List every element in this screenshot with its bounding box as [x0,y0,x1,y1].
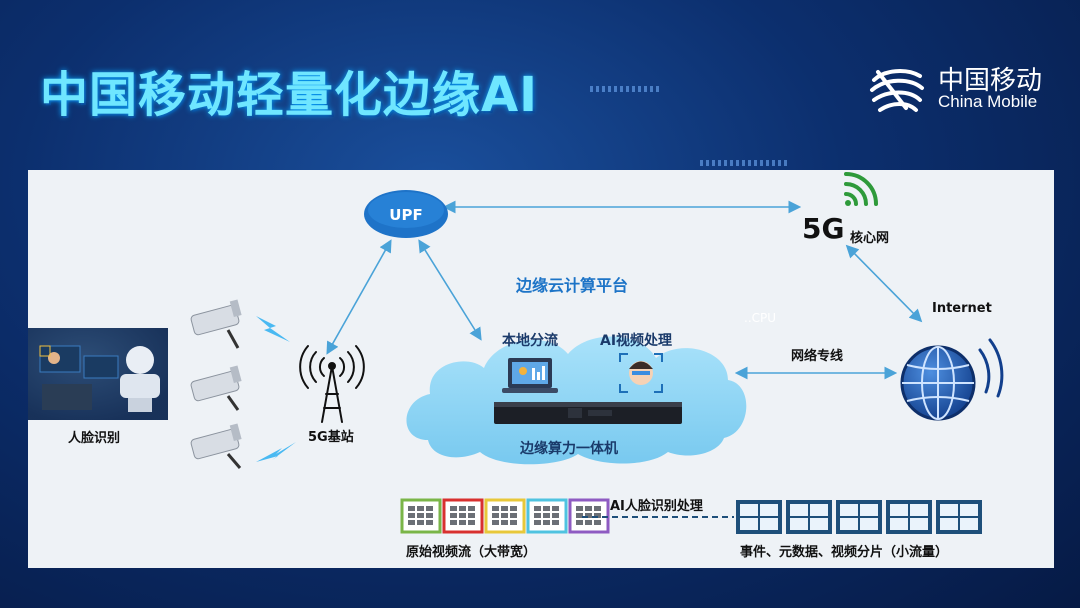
logo-en-text: China Mobile [938,92,1038,111]
output-data-frames [736,500,982,534]
face-recognition-label: 人脸识别 [68,430,120,446]
header-decoration-dots [700,160,790,166]
upf-to-platform-arrow [418,239,482,341]
ai-face-process-label: AI人脸识别处理 [610,498,703,514]
china-mobile-emblem-icon [870,69,924,112]
camera-icon-1 [190,299,242,349]
upf-node [364,190,448,238]
china-mobile-logo: 中国移动 China Mobile [866,62,1056,117]
platform-label: 边缘云计算平台 [515,276,628,295]
wireless-signal-icon-1 [256,316,290,342]
output-data-frame [886,500,932,534]
core-network-label: 核心网 [850,230,889,246]
raw-video-label: 原始视频流（大带宽） [406,544,536,560]
edge-server-box [494,402,682,424]
upf-label: UPF [389,206,422,224]
base-station-label: 5G基站 [308,429,354,445]
camera-icon-3 [190,423,242,469]
raw-video-frames [400,498,610,534]
dedicated-line-label: 网络专线 [791,348,843,364]
edge-cloud [406,336,747,465]
ai-video-label: AI视频处理 [600,332,672,349]
5g-tower-icon [299,345,365,423]
face-recognition-photo [28,328,168,420]
raw-video-frame [442,498,484,534]
local-offload-label: 本地分流 [502,332,558,349]
core-5g-label: 5G [802,212,844,245]
logo-cn-text: 中国移动 [938,66,1043,96]
internet-label: Internet [932,301,992,316]
cloud-ghost-text: ..CPU [744,311,776,325]
raw-video-frame [526,498,568,534]
wireless-signal-icon-2 [256,442,296,462]
edge-box-label: 边缘算力一体机 [519,440,618,457]
output-data-frame [936,500,982,534]
page-title: 中国移动轻量化边缘AI [40,67,539,123]
diagram-panel: UPF 5G 核心网 边缘云计算平台 Internet [28,170,1054,568]
output-data-frame [736,500,782,534]
upf-to-basestation-arrow [326,239,392,355]
raw-video-frame [484,498,526,534]
output-data-label: 事件、元数据、视频分片（小流量） [740,544,948,560]
title-decoration-dots [590,86,660,92]
camera-icon-2 [190,365,242,411]
connection-arrows [326,200,923,380]
5g-signal-icon [844,172,878,206]
face-scan-icon [619,353,663,393]
laptop-icon [502,358,558,393]
raw-video-frame [400,498,442,534]
internet-globe-icon [900,338,1004,421]
output-data-frame [836,500,882,534]
core-to-internet-arrow [845,244,923,323]
diagram-canvas: UPF 5G 核心网 边缘云计算平台 Internet [28,172,1004,560]
output-data-frame [786,500,832,534]
